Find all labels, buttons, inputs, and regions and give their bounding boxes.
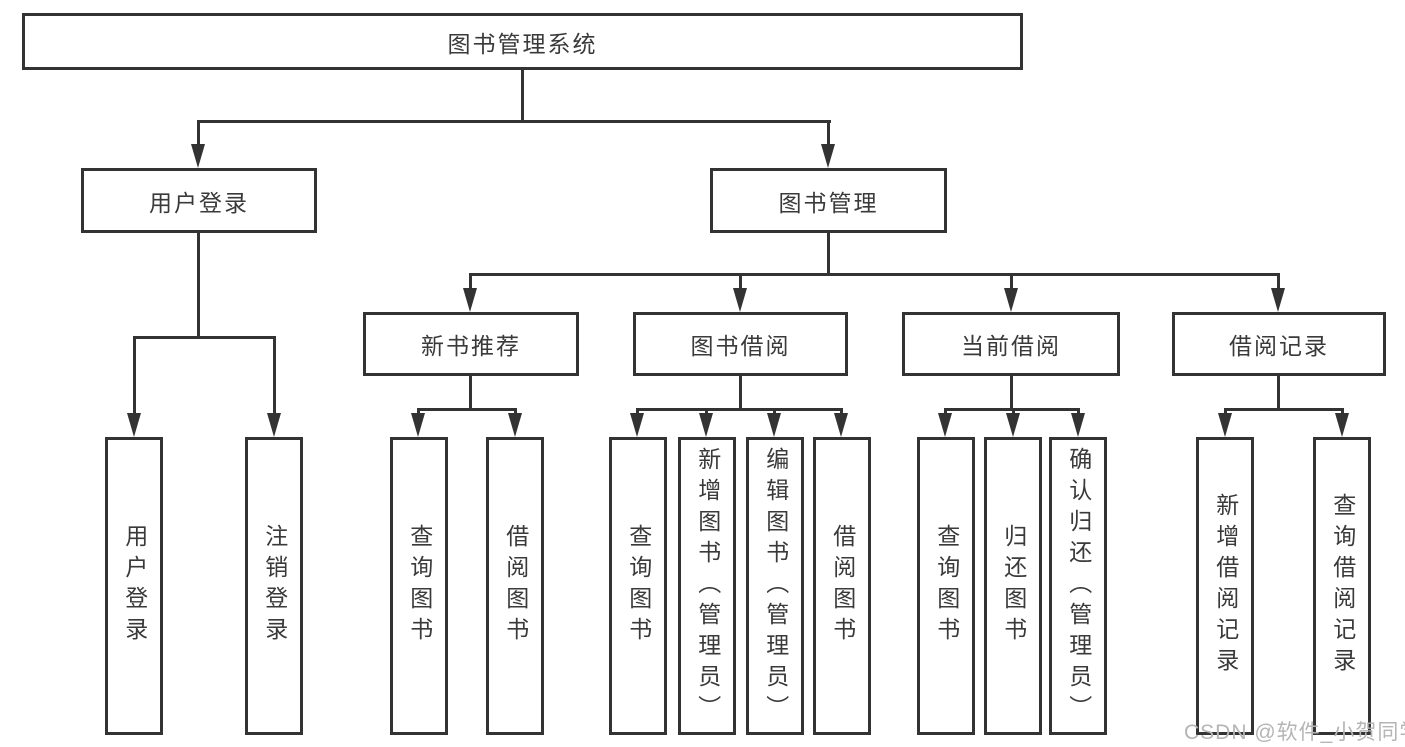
connector-line	[840, 408, 843, 416]
node-new-book-recommend: 新书推荐	[363, 312, 579, 376]
arrowhead-down	[699, 413, 713, 437]
node-borrow-records: 借阅记录	[1172, 312, 1386, 376]
connector-line	[1224, 408, 1227, 416]
connector-line	[1010, 376, 1013, 408]
connector-line	[827, 120, 830, 148]
connector-line	[773, 408, 776, 416]
connector-line	[133, 336, 136, 416]
connector-line	[705, 408, 708, 416]
connector-line	[521, 70, 524, 122]
leaf-edit-book-admin: 编辑图书（管理员）	[746, 437, 804, 735]
leaf-label: 归还图书	[1000, 524, 1027, 648]
connector-line	[1224, 408, 1344, 411]
leaf-add-book-admin: 新增图书（管理员）	[678, 437, 736, 735]
leaf-query-book-2: 查询图书	[609, 437, 667, 735]
leaf-borrow-book-1: 借阅图书	[486, 437, 544, 735]
arrowhead-down	[267, 413, 281, 437]
connector-line	[1277, 273, 1280, 291]
leaf-label: 借阅图书	[829, 524, 856, 648]
arrowhead-down	[630, 413, 644, 437]
arrowhead-down	[1271, 288, 1285, 312]
connector-line	[1010, 273, 1013, 291]
node-user-login: 用户登录	[81, 168, 317, 233]
leaf-add-borrow-record: 新增借阅记录	[1196, 437, 1254, 735]
connector-line	[469, 376, 472, 408]
node-label: 图书借阅	[690, 333, 791, 359]
arrowhead-down	[508, 413, 522, 437]
connector-line	[197, 120, 200, 148]
arrowhead-down	[1218, 413, 1232, 437]
arrowhead-down	[733, 288, 747, 312]
leaf-label: 新增图书（管理员）	[694, 446, 721, 726]
node-label: 图书管理	[778, 189, 879, 216]
leaf-query-borrow-record: 查询借阅记录	[1313, 437, 1371, 735]
arrowhead-down	[463, 288, 477, 312]
node-label: 用户登录	[149, 189, 249, 216]
connector-line	[197, 120, 831, 123]
node-label: 新书推荐	[421, 333, 521, 359]
connector-line	[469, 273, 1280, 276]
leaf-label: 查询借阅记录	[1329, 493, 1356, 679]
connector-line	[469, 273, 472, 291]
connector-line	[739, 376, 742, 408]
connector-line	[273, 336, 276, 416]
leaf-label: 编辑图书（管理员）	[762, 446, 789, 726]
connector-line	[514, 408, 517, 416]
leaf-return-book: 归还图书	[984, 437, 1042, 735]
node-book-borrow: 图书借阅	[633, 312, 848, 376]
leaf-label: 用户登录	[121, 524, 148, 648]
connector-line	[417, 408, 517, 411]
leaf-label: 注销登录	[261, 524, 288, 648]
leaf-label: 查询图书	[625, 524, 652, 648]
leaf-query-book-3: 查询图书	[917, 437, 975, 735]
connector-line	[197, 233, 200, 336]
arrowhead-down	[411, 413, 425, 437]
connector-line	[636, 408, 639, 416]
node-current-borrow: 当前借阅	[902, 312, 1120, 376]
csdn-watermark: CSDN @软件_小贺同学	[1184, 721, 1405, 744]
arrowhead-down	[834, 413, 848, 437]
connector-line	[133, 336, 276, 339]
leaf-logout: 注销登录	[245, 437, 303, 735]
arrowhead-down	[821, 144, 835, 168]
connector-line	[827, 233, 830, 273]
connector-line	[944, 408, 947, 416]
leaf-label: 确认归还（管理员）	[1065, 446, 1092, 726]
arrowhead-down	[191, 144, 205, 168]
arrowhead-down	[127, 413, 141, 437]
arrowhead-down	[1004, 288, 1018, 312]
connector-line	[417, 408, 420, 416]
connector-line	[739, 273, 742, 291]
node-label: 借阅记录	[1229, 333, 1329, 359]
leaf-borrow-book-2: 借阅图书	[813, 437, 871, 735]
arrowhead-down	[938, 413, 952, 437]
connector-line	[636, 408, 843, 411]
connector-line	[1277, 376, 1280, 408]
arrowhead-down	[1335, 413, 1349, 437]
node-book-management: 图书管理	[710, 168, 947, 233]
leaf-label: 新增借阅记录	[1212, 493, 1239, 679]
leaf-query-book-1: 查询图书	[390, 437, 448, 735]
node-label: 图书管理系统	[447, 30, 598, 57]
arrowhead-down	[1071, 413, 1085, 437]
connector-line	[1077, 408, 1080, 416]
connector-line	[1341, 408, 1344, 416]
arrowhead-down	[1006, 413, 1020, 437]
leaf-confirm-return-admin: 确认归还（管理员）	[1049, 437, 1107, 735]
leaf-label: 查询图书	[406, 524, 433, 648]
leaf-label: 查询图书	[933, 524, 960, 648]
leaf-user-login: 用户登录	[105, 437, 163, 735]
arrowhead-down	[767, 413, 781, 437]
node-root-system: 图书管理系统	[22, 13, 1023, 70]
leaf-label: 借阅图书	[502, 524, 529, 648]
node-label: 当前借阅	[961, 333, 1061, 359]
connector-line	[1012, 408, 1015, 416]
